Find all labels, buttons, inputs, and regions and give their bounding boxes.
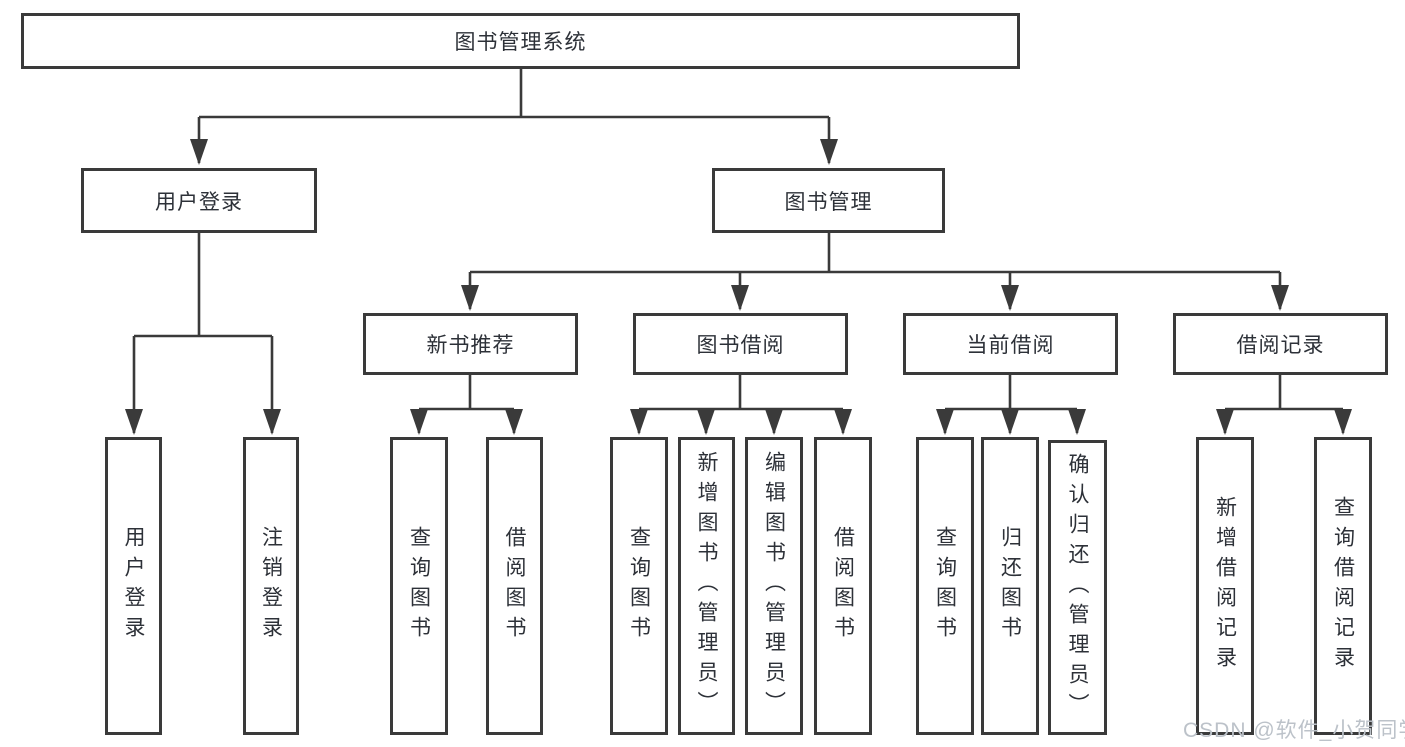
leaf-borrow-borrow-book: 借阅图书 [814,437,872,735]
node-new-book-recommend-label: 新书推荐 [426,334,515,357]
leaf-current-confirm-return-admin: 确认归还（管理员） [1048,440,1107,735]
leaf-recommend-borrow-book-label: 借阅图书 [503,526,526,646]
leaf-borrow-borrow-book-label: 借阅图书 [831,526,855,646]
leaf-recommend-query-book: 查询图书 [390,437,448,735]
leaf-records-query-record-label: 查询借阅记录 [1331,496,1355,676]
node-root: 图书管理系统 [21,13,1020,69]
leaf-borrow-add-book-admin-label: 新增图书（管理员） [695,451,718,721]
node-book-management: 图书管理 [712,168,945,233]
node-current-borrow: 当前借阅 [903,313,1118,375]
leaf-borrow-edit-book-admin-label: 编辑图书（管理员） [762,451,786,721]
leaf-logout: 注销登录 [243,437,299,735]
node-user-login-label: 用户登录 [155,190,243,214]
leaf-recommend-query-book-label: 查询图书 [407,526,431,646]
leaf-borrow-edit-book-admin: 编辑图书（管理员） [745,437,803,735]
node-book-management-label: 图书管理 [784,190,873,214]
leaf-borrow-query-book: 查询图书 [610,437,668,735]
leaf-borrow-add-book-admin: 新增图书（管理员） [678,437,735,735]
node-user-login: 用户登录 [81,168,317,233]
leaf-user-login-label: 用户登录 [122,526,145,646]
node-new-book-recommend: 新书推荐 [363,313,578,375]
node-book-borrow-label: 图书借阅 [696,334,785,357]
leaf-current-query-book: 查询图书 [916,437,974,735]
leaf-records-add-record-label: 新增借阅记录 [1213,496,1237,676]
leaf-records-query-record: 查询借阅记录 [1314,437,1372,735]
leaf-current-query-book-label: 查询图书 [933,526,957,646]
node-current-borrow-label: 当前借阅 [966,334,1055,357]
leaf-recommend-borrow-book: 借阅图书 [486,437,543,735]
leaf-records-add-record: 新增借阅记录 [1196,437,1254,735]
node-borrow-records: 借阅记录 [1173,313,1388,375]
node-borrow-records-label: 借阅记录 [1236,334,1325,357]
leaf-borrow-query-book-label: 查询图书 [627,526,651,646]
leaf-current-return-book-label: 归还图书 [998,526,1022,646]
csdn-watermark: CSDN @软件_小贺同学 [1183,719,1405,742]
node-root-label: 图书管理系统 [454,31,587,54]
leaf-current-return-book: 归还图书 [981,437,1039,735]
node-book-borrow: 图书借阅 [633,313,848,375]
leaf-logout-label: 注销登录 [259,526,283,646]
leaf-user-login: 用户登录 [105,437,162,735]
leaf-current-confirm-return-admin-label: 确认归还（管理员） [1066,452,1089,723]
